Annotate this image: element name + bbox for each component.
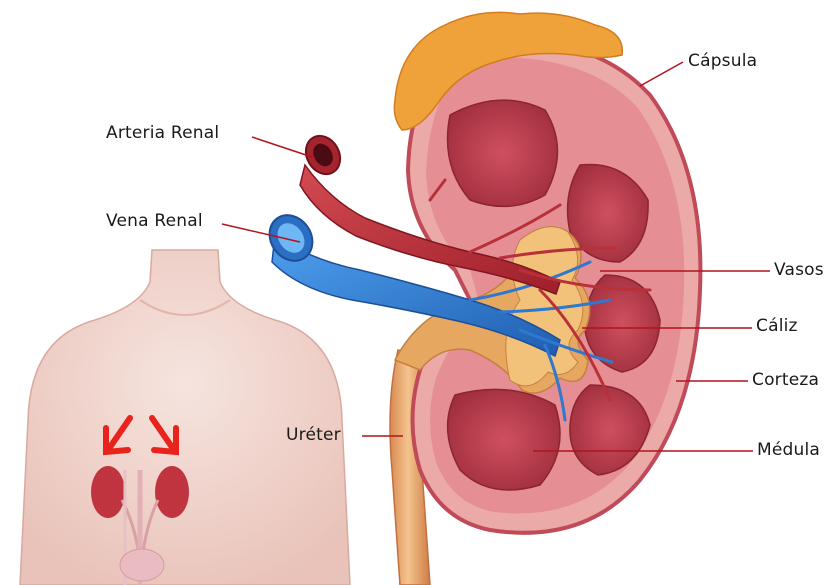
label-capsula: Cápsula — [688, 51, 757, 71]
human-figure — [20, 250, 350, 585]
small-right-kidney — [155, 466, 189, 518]
label-corteza: Corteza — [752, 370, 819, 390]
label-caliz: Cáliz — [756, 316, 798, 336]
leader-capsula — [640, 62, 683, 86]
label-medula: Médula — [757, 440, 820, 460]
bladder — [120, 549, 164, 581]
label-vasos: Vasos — [774, 260, 824, 280]
small-left-kidney — [91, 466, 125, 518]
label-ureter: Uréter — [286, 425, 341, 445]
label-arteria-renal: Arteria Renal — [106, 123, 219, 143]
label-vena-renal: Vena Renal — [106, 211, 203, 231]
